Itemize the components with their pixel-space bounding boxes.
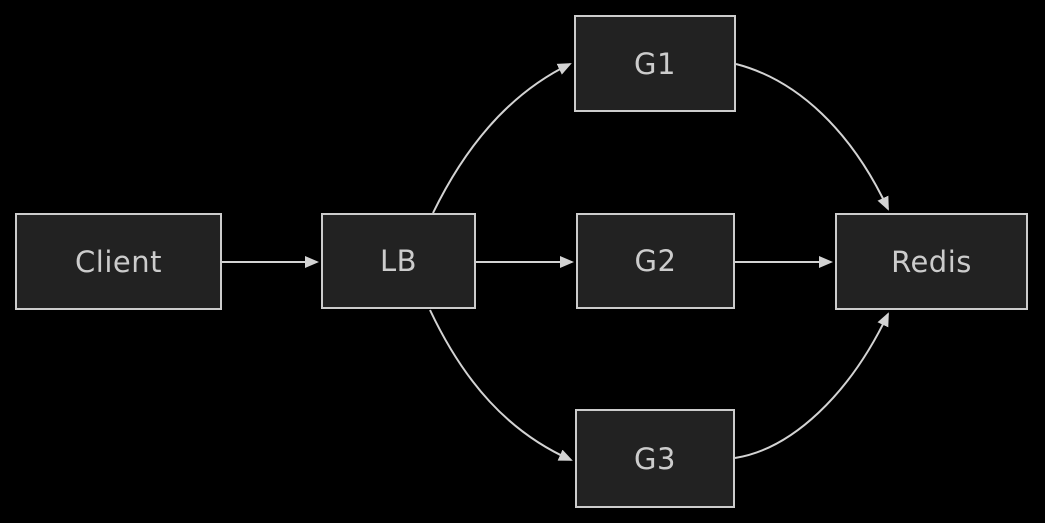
edge-g1-redis (735, 63, 889, 211)
node-g3: G3 (575, 409, 735, 508)
node-lb-label: LB (379, 244, 418, 278)
edge-lb-g3 (429, 309, 573, 461)
node-g3-label: G3 (634, 441, 676, 476)
node-client: Client (15, 213, 222, 310)
node-redis-label: Redis (891, 244, 972, 279)
node-g1-label: G1 (634, 46, 676, 81)
node-redis: Redis (835, 213, 1028, 310)
node-lb: LB (321, 213, 476, 309)
edge-g3-redis (734, 312, 889, 459)
node-g2-label: G2 (634, 244, 677, 278)
node-g2: G2 (576, 213, 735, 309)
node-client-label: Client (75, 244, 162, 279)
node-g1: G1 (574, 15, 736, 112)
edge-lb-g1 (432, 63, 572, 214)
